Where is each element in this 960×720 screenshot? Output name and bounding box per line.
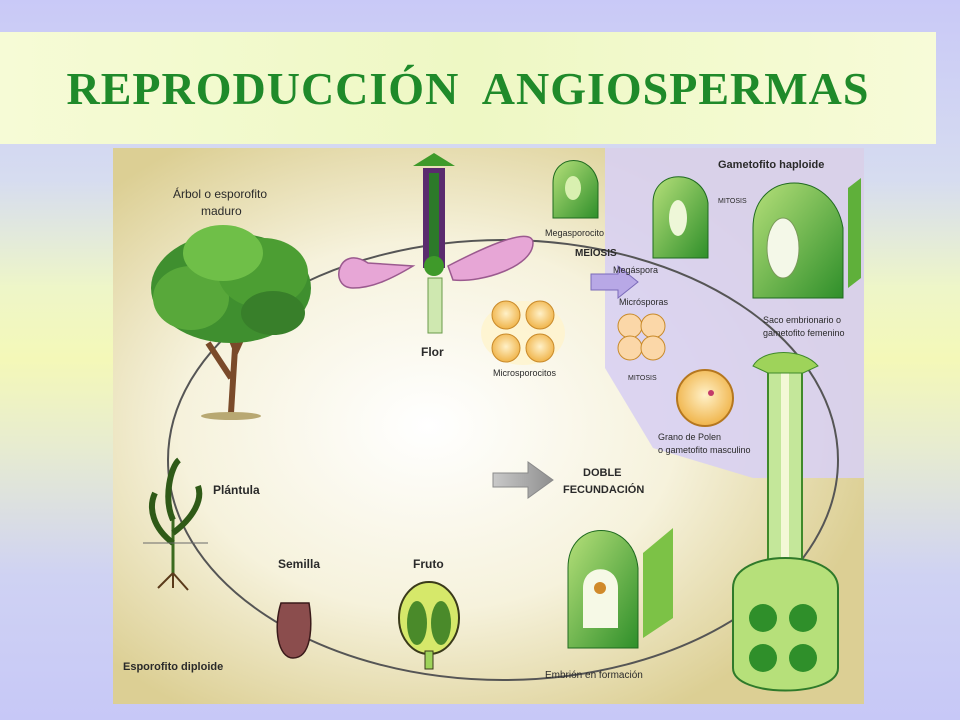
label-microsporocitos: Microsporocitos — [493, 368, 557, 378]
pistil-illustration — [732, 352, 839, 692]
meiosis-arrow — [590, 264, 639, 300]
page-title: REPRODUCCIÓN ANGIOSPERMAS — [66, 62, 870, 114]
label-flor: Flor — [421, 345, 444, 359]
diagram-canvas: Árbol o esporofito maduro Flor Megasporo… — [113, 148, 864, 704]
embrion-illustration — [567, 528, 673, 649]
label-meiosis: MEIOSIS — [575, 248, 617, 259]
cycle-path — [167, 239, 839, 681]
label-saco-2: gametofito femenino — [763, 328, 845, 338]
label-microsporas: Micrósporas — [619, 297, 669, 307]
label-arbol-2: maduro — [201, 204, 242, 218]
label-fruto: Fruto — [413, 557, 444, 571]
title-banner: REPRODUCCIÓN ANGIOSPERMAS — [0, 32, 936, 144]
fecundacion-arrow — [492, 461, 554, 499]
label-embrion: Embrión en formación — [545, 670, 643, 681]
label-arbol-1: Árbol o esporofito — [173, 186, 267, 201]
plantula-illustration — [143, 457, 208, 591]
label-esporofito-diploide: Esporofito diploide — [123, 661, 223, 673]
label-megaspora: Megáspora — [613, 265, 658, 275]
flower-illustration — [338, 153, 534, 334]
megaspora-illustration — [652, 176, 709, 259]
fruto-illustration — [398, 581, 460, 670]
label-doble: DOBLE — [583, 467, 622, 479]
label-plantula: Plántula — [213, 483, 260, 497]
microsporocitos-illustration — [481, 300, 565, 365]
label-saco-1: Saco embrionario o — [763, 315, 841, 325]
label-mitosis-top: MITOSIS — [718, 198, 747, 205]
life-cycle-diagram: Árbol o esporofito maduro Flor Megasporo… — [113, 148, 864, 704]
saco-embrionario-illustration — [752, 178, 861, 299]
label-mitosis-mid: MITOSIS — [628, 375, 657, 382]
label-gametofito-haploide: Gametofito haploide — [718, 159, 824, 171]
label-megasporocito: Megasporocito — [545, 228, 604, 238]
microsporas-illustration — [617, 313, 666, 361]
label-semilla: Semilla — [278, 557, 320, 571]
tree-illustration — [151, 225, 311, 420]
semilla-illustration — [276, 602, 312, 659]
megasporocito-illustration — [552, 160, 599, 219]
label-grano-1: Grano de Polen — [658, 432, 721, 442]
pollen-grain-illustration — [676, 369, 734, 427]
label-fecundacion: FECUNDACIÓN — [563, 483, 644, 496]
label-grano-2: o gametofito masculino — [658, 445, 751, 455]
